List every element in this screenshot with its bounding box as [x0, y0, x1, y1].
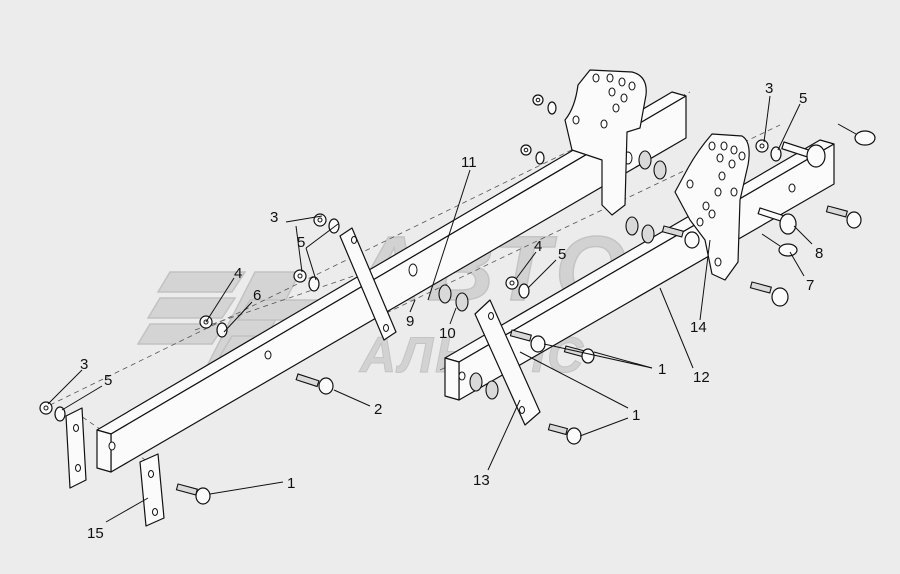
callout-9: 9	[406, 313, 414, 330]
callout-14: 14	[690, 319, 707, 336]
long-bar-11	[96, 91, 687, 473]
callout-labels: 1 1 1 2 3 3 3 4 4 5 5 5 5 6 7 8 9 10 11 …	[80, 80, 823, 542]
callout-5-right: 5	[799, 90, 807, 107]
bolt-1-bottom	[175, 483, 211, 505]
bar-bracket-left	[339, 227, 397, 341]
callout-5-left: 5	[104, 372, 112, 389]
callout-15: 15	[87, 525, 104, 542]
callout-1-bottom: 1	[287, 475, 295, 492]
callout-3-right: 3	[765, 80, 773, 97]
upper-mounting-plate	[564, 69, 647, 216]
bolt-2	[295, 373, 334, 395]
plate-13	[474, 299, 541, 426]
link-plate-15-right	[139, 453, 165, 527]
callout-1-mid: 1	[658, 361, 666, 378]
bolt-1-lower	[547, 423, 582, 445]
callout-5-center: 5	[558, 246, 566, 263]
callout-2: 2	[374, 401, 382, 418]
callout-11: 11	[461, 154, 477, 171]
callout-7: 7	[806, 277, 814, 294]
callout-6: 6	[253, 287, 261, 304]
bolt-1-mid-b	[563, 345, 595, 364]
callout-13: 13	[473, 472, 490, 489]
link-plate-15-left	[65, 407, 87, 489]
bushings	[438, 150, 667, 400]
callout-12: 12	[693, 369, 710, 386]
pin-8	[757, 207, 797, 235]
callout-10: 10	[439, 325, 456, 342]
bolt-right-b	[749, 281, 789, 307]
callout-1-lower: 1	[632, 407, 640, 424]
nuts-and-washers	[39, 94, 782, 422]
bolt-right-a	[825, 205, 862, 229]
bolt-plate-14	[661, 225, 700, 249]
callout-4-left: 4	[234, 265, 242, 282]
pins-and-rings	[757, 123, 876, 257]
callout-3-center: 3	[270, 209, 278, 226]
callout-3-left: 3	[80, 356, 88, 373]
ring-clip-7	[761, 233, 798, 257]
bolts	[175, 205, 862, 505]
callout-5-center-left: 5	[297, 234, 305, 251]
bolt-1-mid-a	[509, 329, 546, 353]
callout-8: 8	[815, 245, 823, 262]
pin-upper	[781, 123, 876, 168]
leader-lines	[47, 95, 813, 523]
callout-4-center: 4	[534, 238, 542, 255]
side-plate-14	[674, 133, 750, 281]
